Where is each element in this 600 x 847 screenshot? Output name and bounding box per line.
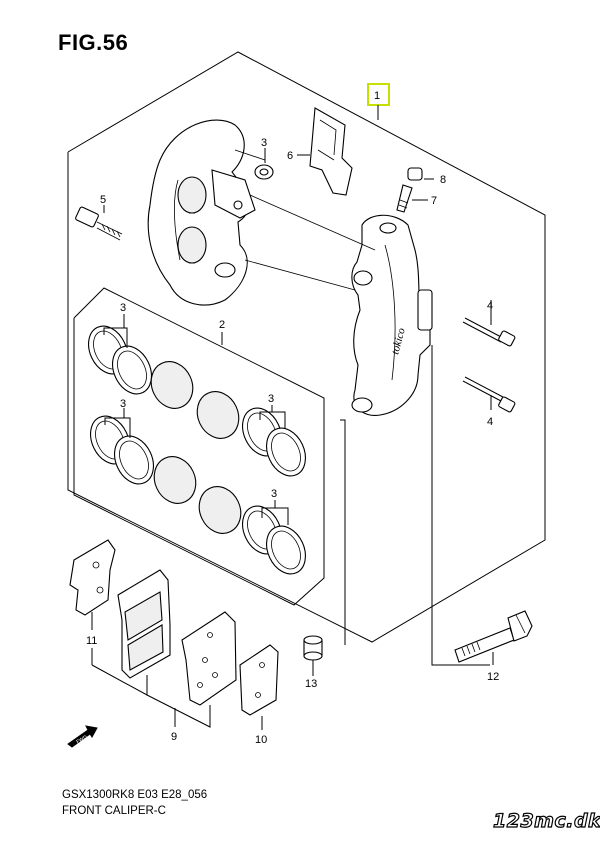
callout-9: 9	[171, 731, 177, 743]
diagram-code: GSX1300RK8 E03 E28_056	[62, 789, 208, 801]
callout-3-lower-right: 3	[271, 488, 277, 500]
piston-upper-1	[150, 361, 194, 409]
callout-4-upper: 4	[487, 300, 493, 312]
piston-kit-box-2	[73, 287, 325, 606]
callout-3-top: 3	[261, 137, 267, 149]
callout-6: 6	[287, 150, 293, 162]
bleeder-valve-7	[396, 184, 413, 213]
figure-title: FIG.56	[58, 30, 129, 55]
callout-bracket-9	[91, 648, 211, 728]
callout-8: 8	[440, 174, 446, 186]
brake-pad-right	[181, 611, 237, 706]
piston-lower-1	[153, 456, 197, 504]
pad-pin-4-lower	[462, 376, 516, 413]
callout-2: 2	[219, 319, 225, 331]
piston-lower-2	[198, 486, 242, 534]
pad-shim-11	[69, 539, 116, 616]
seal-ring-lower-right	[242, 505, 306, 575]
brake-pad-left	[117, 569, 171, 679]
pad-shim-10	[239, 644, 279, 716]
spacer-13	[303, 635, 323, 661]
callout-5: 5	[100, 194, 106, 206]
mounting-bolt-12	[454, 610, 533, 663]
callout-4-lower: 4	[487, 416, 493, 428]
seal-ring-upper-right	[242, 407, 306, 477]
caliper-half-right: tokico	[351, 214, 433, 416]
svg-text:FWD: FWD	[76, 734, 89, 745]
callout-12: 12	[487, 671, 499, 683]
bleeder-cap-8	[407, 167, 423, 181]
caliper-half-left	[147, 119, 266, 306]
callout-11: 11	[86, 635, 97, 647]
front-direction-arrow-icon: FWD	[67, 725, 98, 748]
pad-spring-6	[309, 107, 353, 196]
callout-13: 13	[305, 678, 317, 690]
callout-7: 7	[431, 195, 437, 207]
pad-pin-4-upper	[462, 317, 516, 347]
assembly-outline	[67, 51, 546, 643]
diagram-name: FRONT CALIPER-C	[62, 805, 166, 817]
callout-1: 1	[374, 90, 380, 102]
seal-ring-lower-left	[90, 415, 154, 485]
callout-3-upper-right: 3	[268, 393, 274, 405]
callout-3-upper-left: 3	[120, 302, 126, 314]
nut-3-top	[254, 164, 274, 180]
callout-3-lower-left: 3	[120, 398, 126, 410]
callout-10: 10	[255, 734, 267, 746]
watermark-logo: 123mc.dk	[492, 809, 600, 832]
piston-upper-2	[196, 391, 240, 439]
bolt-5	[75, 206, 123, 241]
callout-brackets-3	[103, 314, 289, 525]
seal-ring-upper-left	[88, 325, 152, 395]
